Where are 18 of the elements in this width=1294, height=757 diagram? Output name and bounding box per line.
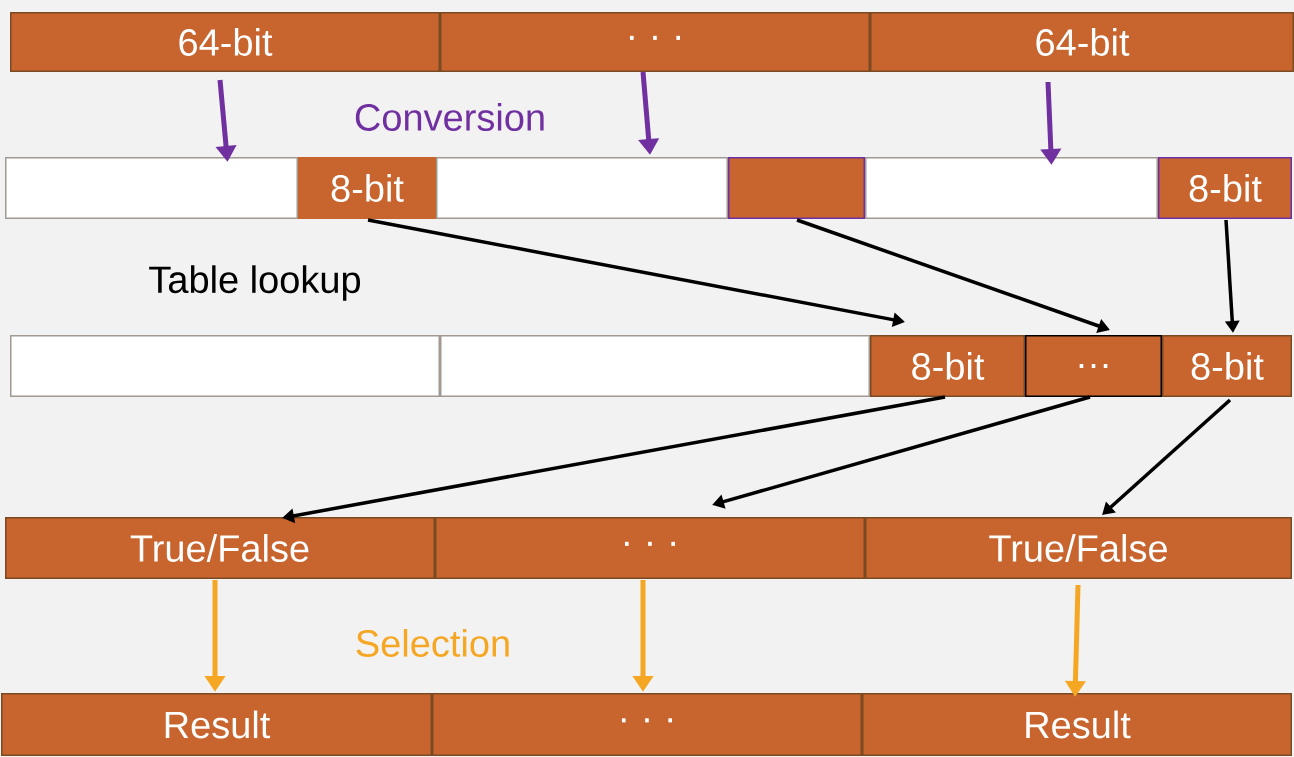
value-box: True/False <box>865 517 1292 579</box>
value-box: 8-bit <box>298 157 436 219</box>
value-box: · · · <box>432 693 862 756</box>
value-box: 64-bit <box>10 12 440 72</box>
value-box: 64-bit <box>870 12 1294 72</box>
value-box: Result <box>1 693 432 756</box>
step-label: Table lookup <box>149 265 360 301</box>
value-box: … <box>1025 335 1162 397</box>
arrow <box>1102 398 1232 515</box>
value-box: 8-bit <box>870 335 1025 397</box>
value-box: 8-bit <box>1162 335 1292 397</box>
value-box: Result <box>862 693 1292 756</box>
value-box: · · · <box>435 517 865 579</box>
step-label: Conversion <box>355 103 544 131</box>
value-box: True/False <box>5 517 435 579</box>
value-box: · · · <box>440 12 870 72</box>
step-label: Selection <box>356 629 509 657</box>
value-box: 8-bit <box>1158 157 1292 219</box>
